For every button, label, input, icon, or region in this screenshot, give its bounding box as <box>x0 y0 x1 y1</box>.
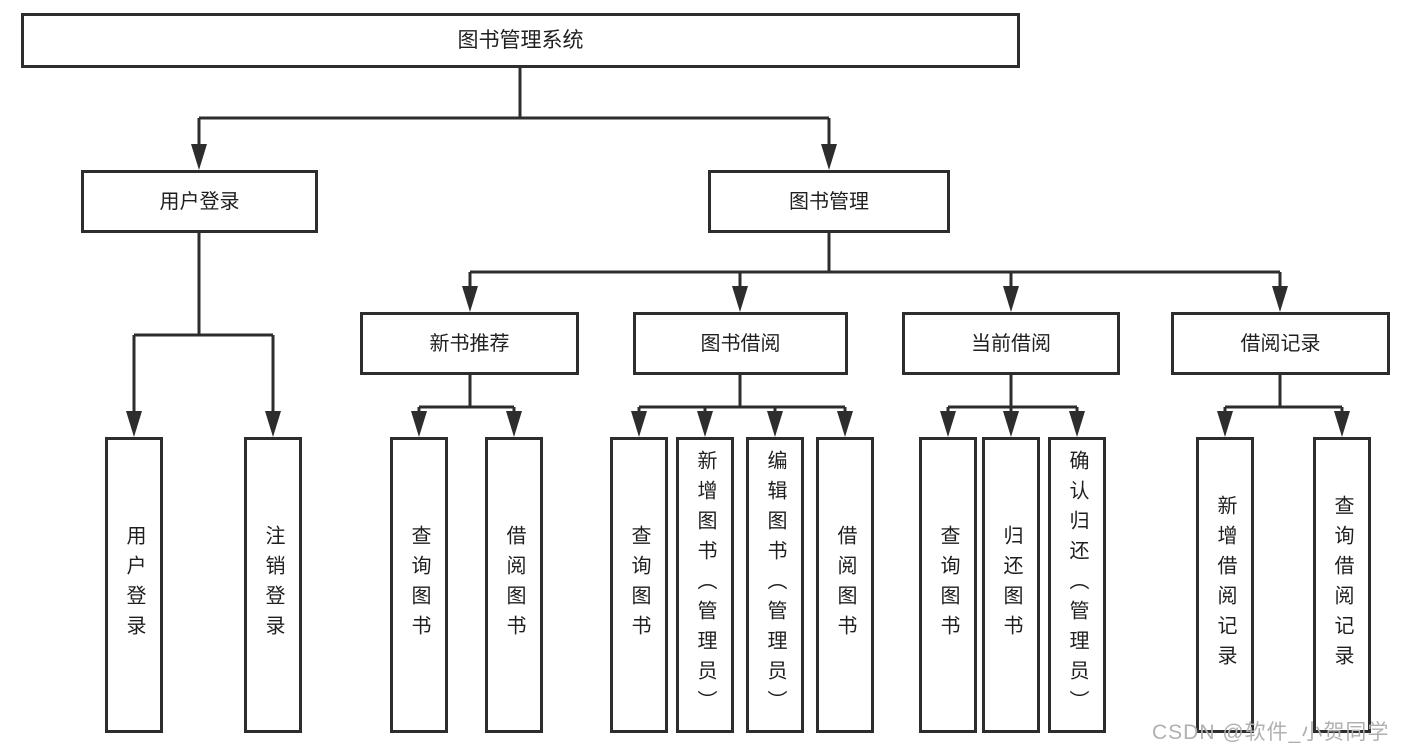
node-current-borrowing: 当前借阅 <box>902 312 1120 375</box>
node-confirm-return-admin: 确认归还（管理员） <box>1048 437 1106 733</box>
arrowhead-icons <box>126 144 1350 437</box>
node-book-borrowing: 图书借阅 <box>633 312 848 375</box>
node-user-login: 用户登录 <box>81 170 318 233</box>
node-user-login-leaf: 用户登录 <box>105 437 163 733</box>
node-label: 图书管理 <box>789 190 869 213</box>
node-label: 查询借阅记录 <box>1331 495 1353 675</box>
node-borrowing-records: 借阅记录 <box>1171 312 1390 375</box>
node-query-borrow-record: 查询借阅记录 <box>1313 437 1371 733</box>
node-label: 归还图书 <box>1000 525 1022 645</box>
node-label: 图书管理系统 <box>457 29 584 52</box>
node-borrow-books-recommend: 借阅图书 <box>485 437 543 733</box>
node-add-borrow-record: 新增借阅记录 <box>1196 437 1254 733</box>
node-label: 确认归还（管理员） <box>1066 450 1088 720</box>
node-label: 注销登录 <box>262 525 284 645</box>
node-query-books-current: 查询图书 <box>919 437 977 733</box>
node-label: 借阅记录 <box>1240 332 1321 355</box>
node-label: 新增图书（管理员） <box>694 450 716 720</box>
node-label: 新书推荐 <box>429 332 510 355</box>
node-return-books: 归还图书 <box>982 437 1040 733</box>
node-new-book-recommend: 新书推荐 <box>360 312 579 375</box>
node-borrow-books-borrowing: 借阅图书 <box>816 437 874 733</box>
node-query-books-recommend: 查询图书 <box>390 437 448 733</box>
node-label: 编辑图书（管理员） <box>764 450 786 720</box>
node-label: 用户登录 <box>159 190 240 213</box>
node-add-books-admin: 新增图书（管理员） <box>676 437 734 733</box>
node-label: 查询图书 <box>937 525 959 645</box>
node-query-books-borrowing: 查询图书 <box>610 437 668 733</box>
node-logout-leaf: 注销登录 <box>244 437 302 733</box>
node-book-management: 图书管理 <box>708 170 950 233</box>
node-label: 图书借阅 <box>700 332 781 355</box>
node-label: 新增借阅记录 <box>1214 495 1236 675</box>
node-edit-books-admin: 编辑图书（管理员） <box>746 437 804 733</box>
node-label: 用户登录 <box>123 525 145 645</box>
node-label: 借阅图书 <box>503 525 525 645</box>
node-label: 查询图书 <box>408 525 430 645</box>
node-library-management-system: 图书管理系统 <box>21 13 1020 68</box>
csdn-watermark: CSDN @软件_小贺同学 <box>1152 721 1390 744</box>
node-label: 当前借阅 <box>971 332 1051 355</box>
node-label: 借阅图书 <box>834 525 856 645</box>
node-label: 查询图书 <box>628 525 650 645</box>
